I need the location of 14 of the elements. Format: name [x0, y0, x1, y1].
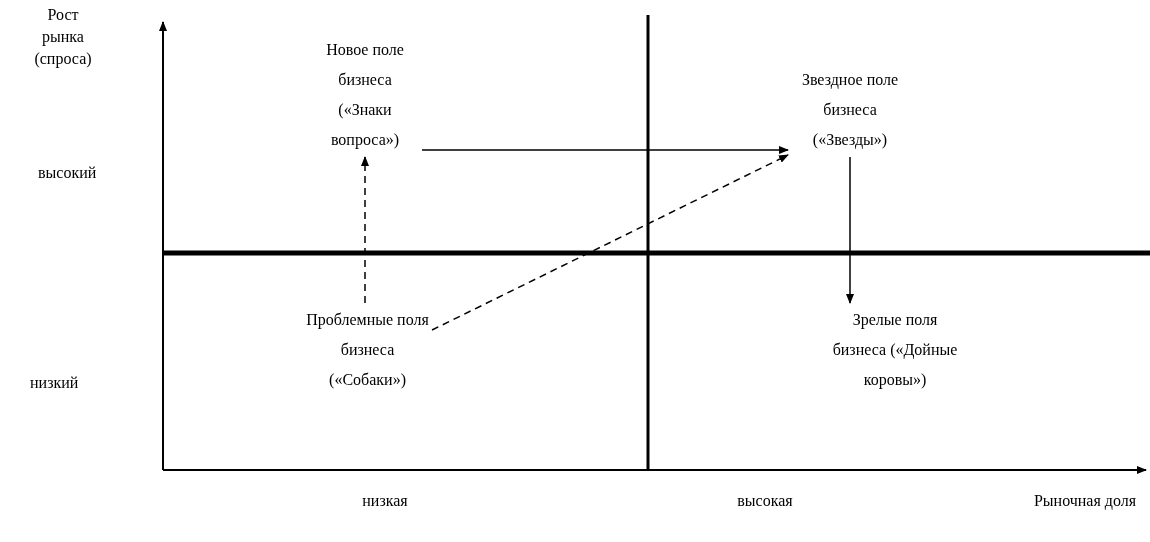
quadrant-label: Проблемные поля бизнеса («Собаки») [305, 305, 430, 395]
axis-tick-label: высокий [38, 163, 98, 183]
axis-title: Рыночная доля [1032, 491, 1138, 512]
axis-tick-label: высокая [736, 491, 794, 511]
axis-tick-label: низкий [30, 373, 80, 393]
quadrant-label: Зрелые поля бизнеса («Дойные коровы») [825, 305, 965, 395]
dashed-arrow [361, 156, 369, 304]
dashed-arrow [431, 154, 789, 331]
quadrant-label: Звездное поле бизнеса («Звезды») [790, 65, 910, 155]
arrow [421, 146, 789, 154]
axis-tick-label: низкая [361, 491, 409, 511]
axis-title: Рост рынка (спроса) [33, 5, 93, 70]
arrow [846, 156, 854, 304]
quadrant-label: Новое поле бизнеса («Знаки вопроса») [310, 35, 420, 155]
